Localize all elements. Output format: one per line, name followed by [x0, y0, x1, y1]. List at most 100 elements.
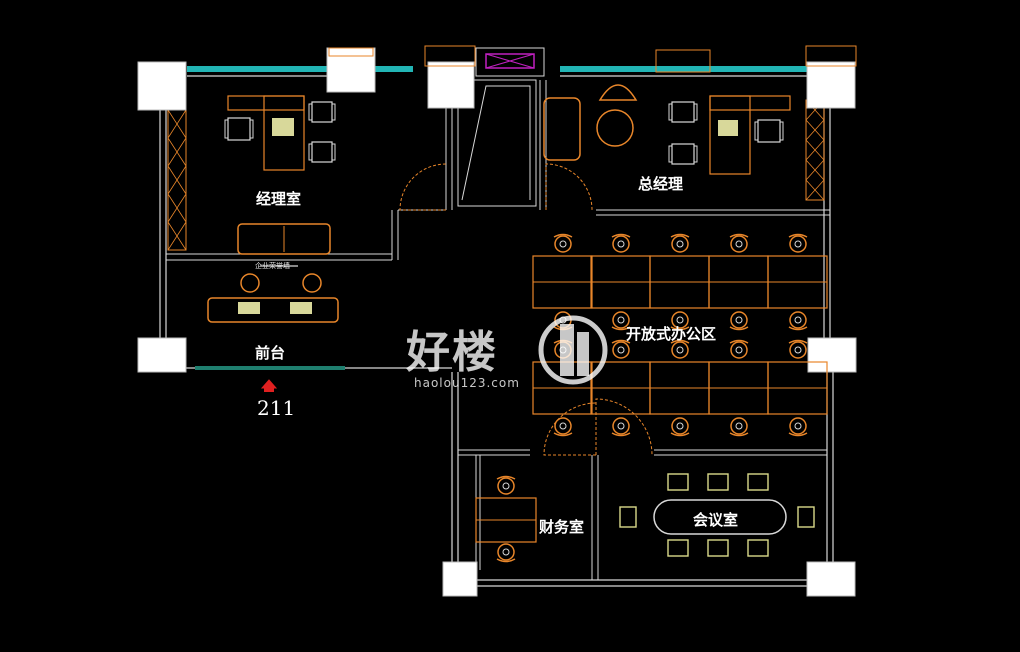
glass-window: [560, 66, 808, 72]
office-chair-hub: [617, 240, 625, 248]
window-brace: [167, 137, 187, 167]
glass-entrance: [195, 366, 345, 370]
window-brace: [805, 139, 825, 161]
office-chair: [612, 417, 630, 435]
column: [137, 337, 187, 373]
office-chair-back: [670, 233, 690, 238]
watermark-logo-building: [560, 324, 574, 376]
office-chair-hub: [794, 316, 802, 324]
office-chair-hub: [735, 422, 743, 430]
office-chair: [671, 311, 689, 329]
office-chair-back: [788, 326, 808, 331]
room-label-meeting: 会议室: [693, 511, 739, 529]
meeting-chair: [707, 539, 729, 557]
office-chair: [730, 311, 748, 329]
gm-chair: [598, 84, 638, 101]
chair-arm: [668, 103, 673, 121]
chair-seat: [311, 141, 333, 163]
office-chair: [554, 235, 572, 253]
window-brace: [167, 109, 187, 139]
office-chair: [789, 311, 807, 329]
office-chair: [671, 417, 689, 435]
sofa: [237, 223, 331, 255]
meeting-chair: [797, 506, 815, 528]
office-chair-back: [670, 432, 690, 437]
office-chair-hub: [794, 240, 802, 248]
office-chair-back: [729, 233, 749, 238]
office-chair-hub: [794, 346, 802, 354]
gm-sofa: [543, 97, 581, 161]
door-meeting-left: [543, 402, 597, 456]
room-label-reception: 前台: [255, 344, 286, 362]
chair-arm: [308, 143, 313, 161]
column: [442, 561, 478, 597]
chair-arm: [668, 145, 673, 163]
desk: [263, 95, 305, 171]
office-chair-hub: [617, 422, 625, 430]
vent-x: [485, 53, 535, 69]
room-label-manager-office: 经理室: [256, 190, 302, 208]
door-meeting-right: [595, 398, 653, 456]
office-chair-back: [729, 432, 749, 437]
vent-box: [475, 47, 545, 77]
chair-seat: [671, 101, 695, 123]
office-chair-hub: [502, 548, 510, 556]
window-brace: [805, 159, 825, 181]
watermark-site: haolou123.com: [414, 376, 520, 390]
office-chair-hub: [735, 346, 743, 354]
office-chair-back: [729, 326, 749, 331]
room-label-finance: 财务室: [539, 518, 585, 536]
shaft: [457, 79, 537, 207]
office-chair: [789, 417, 807, 435]
office-chair-back: [788, 432, 808, 437]
meeting-chair: [747, 539, 769, 557]
office-chair-hub: [617, 346, 625, 354]
office-chair-hub: [559, 422, 567, 430]
window-brace: [805, 179, 825, 201]
office-chair-hub: [559, 240, 567, 248]
office-chair: [612, 311, 630, 329]
column: [806, 561, 856, 597]
entrance-arrow-icon: [260, 379, 278, 389]
office-chair-back: [670, 339, 690, 344]
chair-arm: [693, 103, 698, 121]
column-cap: [328, 47, 374, 57]
phone: [272, 118, 294, 136]
office-chair: [789, 235, 807, 253]
office-chair: [554, 417, 572, 435]
chair-seat: [311, 101, 333, 123]
column: [326, 47, 376, 93]
window-brace: [167, 193, 187, 223]
column-cap: [655, 49, 711, 73]
gm-table: [596, 109, 634, 147]
meeting-chair: [707, 473, 729, 491]
meeting-chair: [619, 506, 637, 528]
watermark-logo-building: [577, 332, 589, 376]
chair-arm: [224, 119, 229, 139]
office-chair-back: [496, 475, 516, 480]
chair-arm: [754, 121, 759, 141]
chair-arm: [249, 119, 254, 139]
meeting-chair: [747, 473, 769, 491]
office-chair-back: [553, 432, 573, 437]
reception-phone: [290, 302, 312, 314]
office-chair-back: [729, 339, 749, 344]
meeting-chair: [667, 473, 689, 491]
chair-arm: [693, 145, 698, 163]
office-chair-back: [611, 432, 631, 437]
office-chair-hub: [502, 482, 510, 490]
window-brace: [805, 119, 825, 141]
column-cap: [805, 45, 857, 67]
office-chair-hub: [676, 346, 684, 354]
glass-window: [187, 66, 327, 72]
office-chair-back: [611, 326, 631, 331]
door-manager: [399, 163, 447, 211]
chair-arm: [331, 103, 336, 121]
watermark-logo-text: 好楼: [406, 327, 498, 378]
office-chair-back: [496, 558, 516, 563]
chair-arm: [779, 121, 784, 141]
office-chair: [730, 235, 748, 253]
chair-seat: [671, 143, 695, 165]
